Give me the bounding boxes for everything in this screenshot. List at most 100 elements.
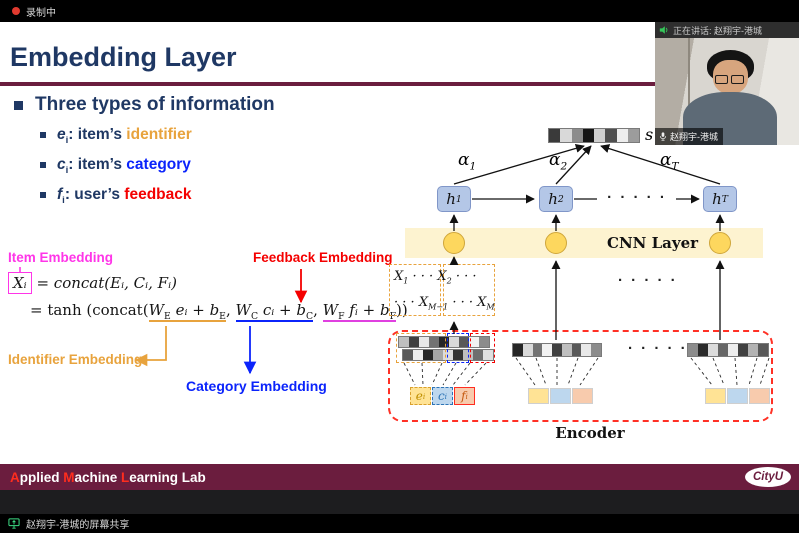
formula-token: α bbox=[660, 150, 672, 170]
highlight-identifier: identifier bbox=[126, 126, 192, 143]
label-category-embedding: Category Embedding bbox=[186, 378, 327, 394]
bullet-square-icon bbox=[40, 132, 46, 138]
formula-token: 2 bbox=[560, 160, 568, 173]
glasses-lens bbox=[731, 75, 744, 84]
formula-token: F bbox=[389, 311, 397, 322]
formula-token: T bbox=[721, 193, 728, 205]
formula-token: = concat(Eᵢ, Cᵢ, Fᵢ) bbox=[31, 274, 177, 292]
alpha-T-label: αT bbox=[660, 150, 679, 172]
formula-token: F bbox=[338, 311, 345, 322]
f-embedding-box bbox=[749, 388, 770, 404]
c-embedding-box bbox=[727, 388, 748, 404]
footer-letter: L bbox=[121, 469, 130, 485]
formula-line-1: Xᵢ = concat(Eᵢ, Cᵢ, Fᵢ) bbox=[8, 272, 398, 294]
formula-token: h bbox=[548, 190, 558, 208]
bullet-category: ci: item’s category bbox=[40, 156, 191, 176]
formula-token: )) bbox=[396, 301, 408, 319]
formula-token: i bbox=[444, 391, 448, 401]
ellipsis: · · · bbox=[452, 295, 473, 310]
speaker-video-panel[interactable]: 正在讲话: 赵翔宇-港城 赵翔宇-港城 bbox=[655, 22, 799, 145]
formula-token: E bbox=[164, 311, 171, 322]
footer-text: pplied bbox=[19, 469, 64, 485]
ellipsis: · · · · · bbox=[607, 189, 667, 206]
bullet-heading-text: Three types of information bbox=[35, 94, 275, 115]
window-dashed-box-1 bbox=[389, 264, 441, 316]
screen-share-label: 赵翔宇-港城的屏幕共享 bbox=[26, 520, 130, 531]
bullet-text: : item’s bbox=[68, 156, 127, 173]
screen-share-icon bbox=[8, 518, 20, 529]
bullet-square-icon bbox=[40, 162, 46, 168]
formula-token: W bbox=[148, 301, 164, 319]
recording-label: 录制中 bbox=[26, 7, 56, 19]
bullet-text: : item’s bbox=[68, 126, 127, 143]
symbol-c-sub: i bbox=[65, 165, 69, 177]
formula-token: c bbox=[437, 389, 445, 403]
formula-token: C bbox=[250, 311, 259, 322]
symbol-f: f bbox=[57, 186, 63, 203]
xi-boxed-term: Xᵢ bbox=[8, 272, 32, 294]
formula-token: cᵢ + b bbox=[258, 301, 306, 319]
person-face bbox=[713, 60, 748, 94]
ellipsis: · · · bbox=[455, 269, 477, 284]
bullet-square-icon bbox=[40, 192, 46, 198]
alpha-2-label: α2 bbox=[549, 150, 567, 172]
s-label: s bbox=[645, 125, 654, 144]
cnn-node-3 bbox=[709, 232, 731, 254]
screen-share-bar: 赵翔宇-港城的屏幕共享 bbox=[0, 514, 799, 533]
formula-token: X bbox=[418, 295, 429, 310]
formula-token: i bbox=[422, 391, 426, 401]
cnn-node-1 bbox=[443, 232, 465, 254]
speaker-volume-icon bbox=[659, 26, 668, 34]
category-term: WC cᵢ + bC bbox=[235, 301, 314, 322]
mic-icon bbox=[660, 132, 666, 141]
slide-footer: Applied Machine Learning Lab CityU bbox=[0, 464, 799, 490]
e-embedding-box bbox=[705, 388, 726, 404]
ellipsis: · · · · · bbox=[628, 340, 688, 357]
formula-token: e bbox=[415, 389, 423, 403]
embedding-formula: Xᵢ = concat(Eᵢ, Cᵢ, Fᵢ) = tanh (concat(W… bbox=[8, 272, 408, 329]
highlight-feedback: feedback bbox=[124, 186, 192, 203]
formula-token: α bbox=[458, 150, 470, 170]
footer-text: earning Lab bbox=[129, 469, 206, 485]
footer-letter: A bbox=[10, 469, 20, 485]
formula-token: W bbox=[322, 301, 339, 319]
footer-letter: M bbox=[63, 469, 75, 485]
formula-token: W bbox=[235, 301, 251, 319]
formula-line-2: = tanh (concat(WE eᵢ + bE, WC cᵢ + bC, W… bbox=[30, 301, 408, 322]
bullet-square-icon bbox=[14, 100, 23, 110]
bullet-identifier: ei: item’s identifier bbox=[40, 126, 192, 146]
embedding-strip-3 bbox=[687, 343, 769, 357]
embedding-strip-2 bbox=[512, 343, 602, 357]
formula-token: M bbox=[486, 302, 495, 312]
symbol-c: c bbox=[57, 156, 66, 173]
category-window-outline bbox=[447, 333, 469, 363]
formula-token: i bbox=[465, 391, 468, 401]
formula-token: h bbox=[712, 190, 722, 208]
speaker-video-header: 正在讲话: 赵翔宇-港城 bbox=[655, 22, 799, 38]
highlight-category: category bbox=[126, 156, 191, 173]
cnn-node-2 bbox=[545, 232, 567, 254]
x-row-1: X1 · · · X2 · · · bbox=[394, 269, 477, 286]
footer-lab-name: Applied Machine Learning Lab bbox=[10, 470, 206, 485]
formula-token: 1 bbox=[469, 160, 477, 173]
identifier-window-outline bbox=[396, 333, 446, 363]
c-embedding-box bbox=[550, 388, 571, 404]
formula-token: h bbox=[446, 190, 456, 208]
webcam-video[interactable]: 赵翔宇-港城 bbox=[655, 38, 799, 145]
speaking-now-label: 正在讲话: 赵翔宇-港城 bbox=[673, 25, 762, 36]
symbol-e: e bbox=[57, 126, 66, 143]
alpha-1-label: α1 bbox=[458, 150, 476, 172]
symbol-e-sub: i bbox=[65, 135, 69, 147]
bullet-feedback: fi: user’s feedback bbox=[40, 186, 192, 206]
slide-title: Embedding Layer bbox=[10, 42, 237, 72]
cnn-layer-label: CNN Layer bbox=[607, 234, 699, 252]
e-embedding-box bbox=[528, 388, 549, 404]
formula-token: α bbox=[549, 150, 561, 170]
formula-token: T bbox=[671, 160, 679, 173]
encoder-dashed-box bbox=[388, 330, 773, 422]
